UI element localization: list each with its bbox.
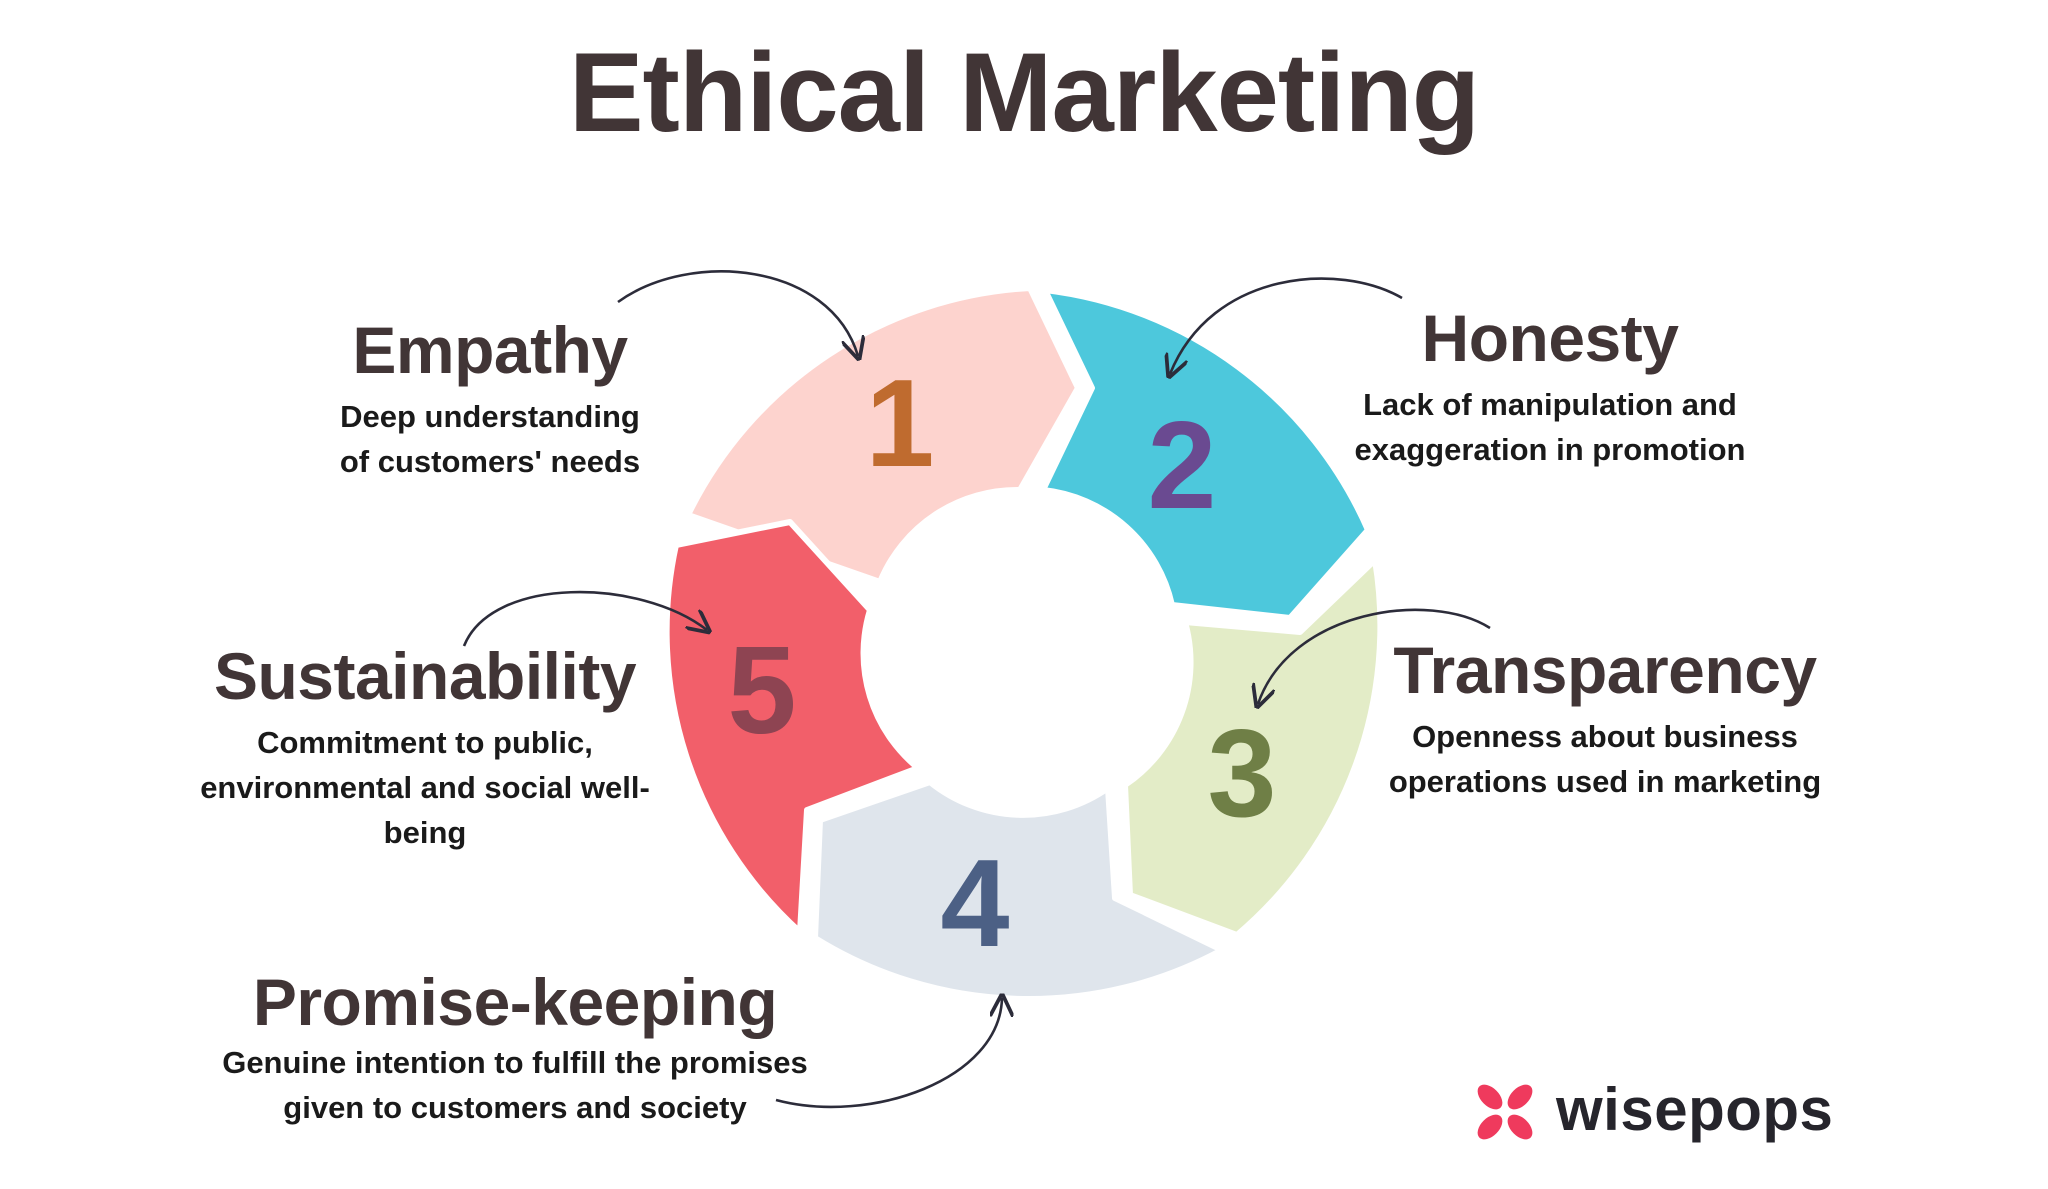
step-2-line-2: exaggeration in promotion <box>1354 432 1746 467</box>
step-2-line-1: Lack of manipulation and <box>1363 387 1737 422</box>
step-1-description: Deep understanding of customers' needs <box>310 394 670 484</box>
step-3-line-2: operations used in marketing <box>1388 764 1822 799</box>
step-4-block: Promise-keeping Genuine intention to ful… <box>210 964 820 1130</box>
step-2-heading: Honesty <box>1421 301 1679 375</box>
arrow-2 <box>1170 277 1403 374</box>
segment-1 <box>685 285 1081 585</box>
arrow-5 <box>462 590 707 647</box>
step-4-line-2: given to customers and society <box>283 1090 747 1125</box>
step-5-line-1: Commitment to public, <box>257 725 593 760</box>
step-4-line-1: Genuine intention to fulfill the promise… <box>222 1045 808 1080</box>
arrow-4 <box>775 998 1002 1109</box>
wisepops-logo: wisepops <box>1470 1075 1833 1155</box>
step-number-1: 1 <box>866 355 935 493</box>
step-3-heading: Transparency <box>1393 633 1817 707</box>
step-number-5: 5 <box>728 622 797 760</box>
step-5-description: Commitment to public, environmental and … <box>190 720 660 855</box>
step-number-4: 4 <box>941 835 1010 973</box>
segment-5 <box>663 519 921 935</box>
step-2-block: Honesty Lack of manipulation and exagger… <box>1340 300 1760 472</box>
step-number-2: 2 <box>1148 397 1217 535</box>
step-1-block: Empathy Deep understanding of customers'… <box>310 312 670 484</box>
step-1-heading: Empathy <box>352 313 628 387</box>
step-1-line-1: Deep understanding <box>340 399 640 434</box>
segment-3 <box>1122 557 1384 938</box>
step-1-line-2: of customers' needs <box>339 444 641 479</box>
step-4-description: Genuine intention to fulfill the promise… <box>210 1040 820 1130</box>
page-title: Ethical Marketing <box>568 30 1480 155</box>
step-4-heading: Promise-keeping <box>252 965 778 1039</box>
step-2-description: Lack of manipulation and exaggeration in… <box>1340 382 1760 472</box>
segment-2 <box>1040 287 1371 621</box>
step-5-block: Sustainability Commitment to public, env… <box>190 638 660 855</box>
wisepops-mark-icon <box>1477 1084 1533 1140</box>
step-3-line-1: Openness about business <box>1412 719 1798 754</box>
step-5-line-2: environmental and social well- <box>200 770 650 805</box>
step-3-description: Openness about business operations used … <box>1380 714 1830 804</box>
wisepops-wordmark: wisepops <box>1556 1076 1834 1143</box>
segment-4 <box>812 779 1225 1003</box>
arrow-3 <box>1258 608 1491 704</box>
arrow-1 <box>617 270 858 356</box>
step-5-heading: Sustainability <box>213 639 637 713</box>
step-5-line-3: being <box>383 815 467 850</box>
step-3-block: Transparency Openness about business ope… <box>1380 632 1830 804</box>
step-number-3: 3 <box>1208 705 1277 843</box>
